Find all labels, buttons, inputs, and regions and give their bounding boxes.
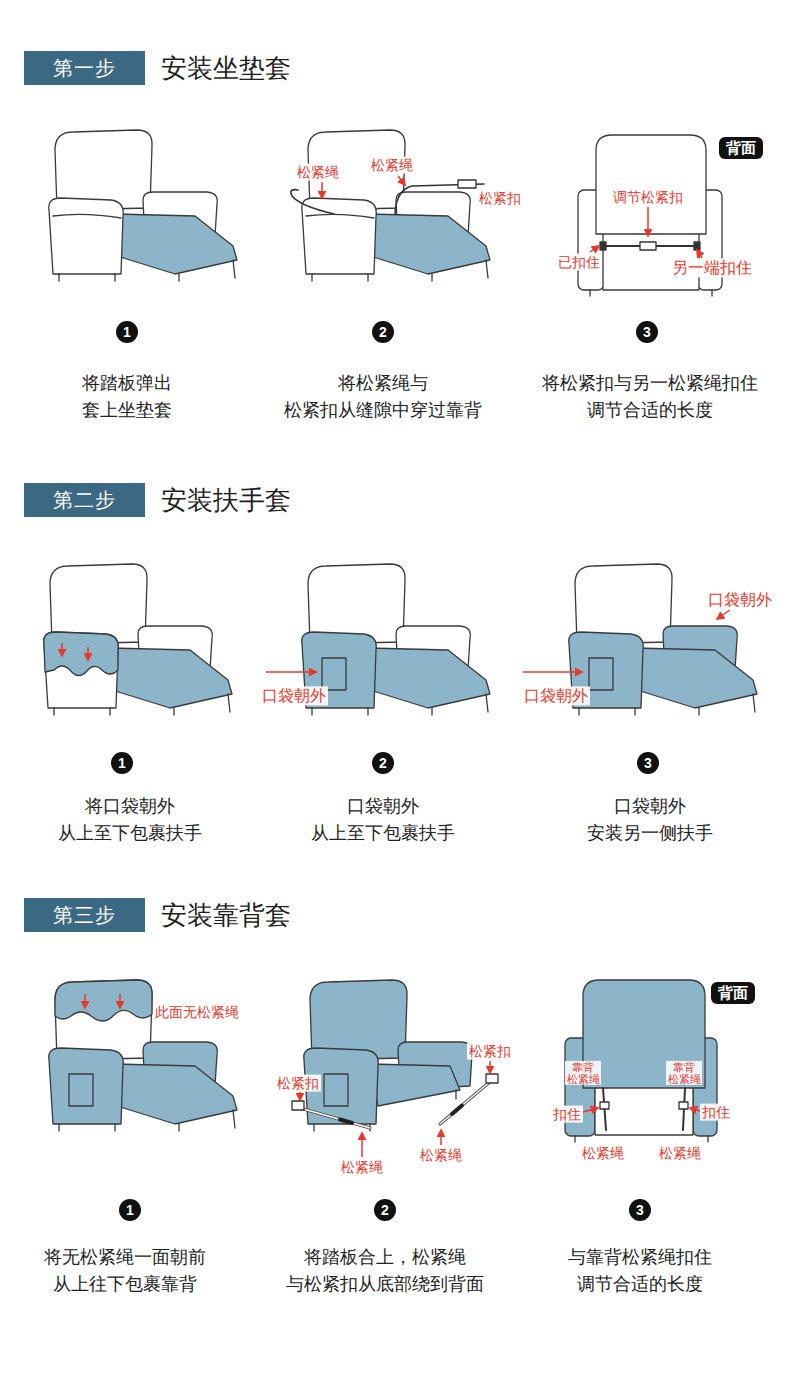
callout-label: 松紧扣 [275,1075,321,1092]
node-text: 1 [126,1202,134,1218]
node-text: 第一步 [53,55,116,82]
step-number: 3 [637,752,659,774]
step-caption: 将松紧扣与另一松紧绳扣住 调节合适的长度 [541,370,760,424]
recliner-figure [49,130,237,281]
view-badge: 背面 [711,982,755,1004]
step-number: 1 [119,1199,141,1221]
step-heading: 安装扶手套 [161,483,291,518]
node-text: 2 [381,1202,389,1218]
step-number: 2 [374,1199,396,1221]
node-text: 第二步 [53,487,116,514]
step-label: 第三步安装靠背套 [24,898,145,932]
step-caption: 将无松紧绳一面朝前 从上往下包裹靠背 [43,1244,208,1298]
callout-label: 靠背 松紧绳 [565,1061,601,1085]
step-number: 1 [116,321,138,343]
step-number: 3 [636,321,658,343]
callout-label: 已扣住 [556,254,602,271]
step-caption: 口袋朝外 从上至下包裹扶手 [310,793,457,847]
node-text: 1 [123,324,131,340]
node-text: 3 [643,324,651,340]
chair-drawings [44,130,757,1142]
callout-label: 松紧绳 [339,1159,385,1176]
callout-label: 松紧绳 [295,164,341,181]
callout-label: 扣住 [700,1104,732,1121]
step-label: 第二步安装扶手套 [24,483,145,517]
callout-label: 扣住 [551,1106,583,1123]
step-heading: 安装坐垫套 [161,51,291,86]
callout-label: 调节松紧扣 [611,189,685,206]
callout-label: 松紧绳 [369,157,415,174]
callout-label: 松紧绳 [418,1147,464,1164]
step-number: 2 [372,752,394,774]
node-text: 2 [379,755,387,771]
callout-label: 松紧绳 [580,1145,626,1162]
elastic-rope [291,180,484,214]
step-heading: 安装靠背套 [161,898,291,933]
callout-label: 口袋朝外 [522,686,590,705]
callout-label: 口袋朝外 [260,686,328,705]
step-label: 第一步安装坐垫套 [24,51,145,85]
red-arrows [62,176,730,1157]
callout-label: 松紧绳 [657,1145,703,1162]
view-badge: 背面 [719,137,763,159]
callout-label: 松紧扣 [467,1043,513,1060]
step-caption: 口袋朝外 安装另一侧扶手 [586,793,715,847]
step-caption: 与靠背松紧绳扣住 调节合适的长度 [567,1244,714,1298]
step-caption: 将踏板弹出 套上坐垫套 [81,370,174,424]
step-number: 1 [111,752,133,774]
callout-label: 另一端扣住 [670,258,754,277]
step-caption: 将踏板合上，松紧绳 与松紧扣从底部绕到背面 [285,1244,486,1298]
step-caption: 将口袋朝外 从上至下包裹扶手 [57,793,204,847]
recliner-figure [302,564,490,715]
node-text: 背面 [726,139,756,156]
step-number: 3 [629,1199,651,1221]
step-caption: 将松紧绳与 松紧扣从缝隙中穿过靠背 [283,370,484,424]
step-number: 2 [372,321,394,343]
node-text: 1 [118,755,126,771]
callout-label: 此面无松紧绳 [153,1004,241,1021]
node-text: 第三步 [53,902,116,929]
callout-label: 松紧扣 [477,190,523,207]
node-text: 3 [644,755,652,771]
recliner-figure [569,564,757,715]
chair-back-view [565,980,717,1142]
node-text: 2 [379,324,387,340]
recliner-figure [304,980,473,1131]
elastic-strap [292,1074,498,1128]
node-text: 3 [636,1202,644,1218]
recliner-figure [44,564,232,715]
recliner-figure [302,130,490,281]
node-text: 背面 [718,984,748,1001]
callout-label: 靠背 松紧绳 [666,1061,702,1085]
callout-label: 口袋朝外 [706,590,774,609]
